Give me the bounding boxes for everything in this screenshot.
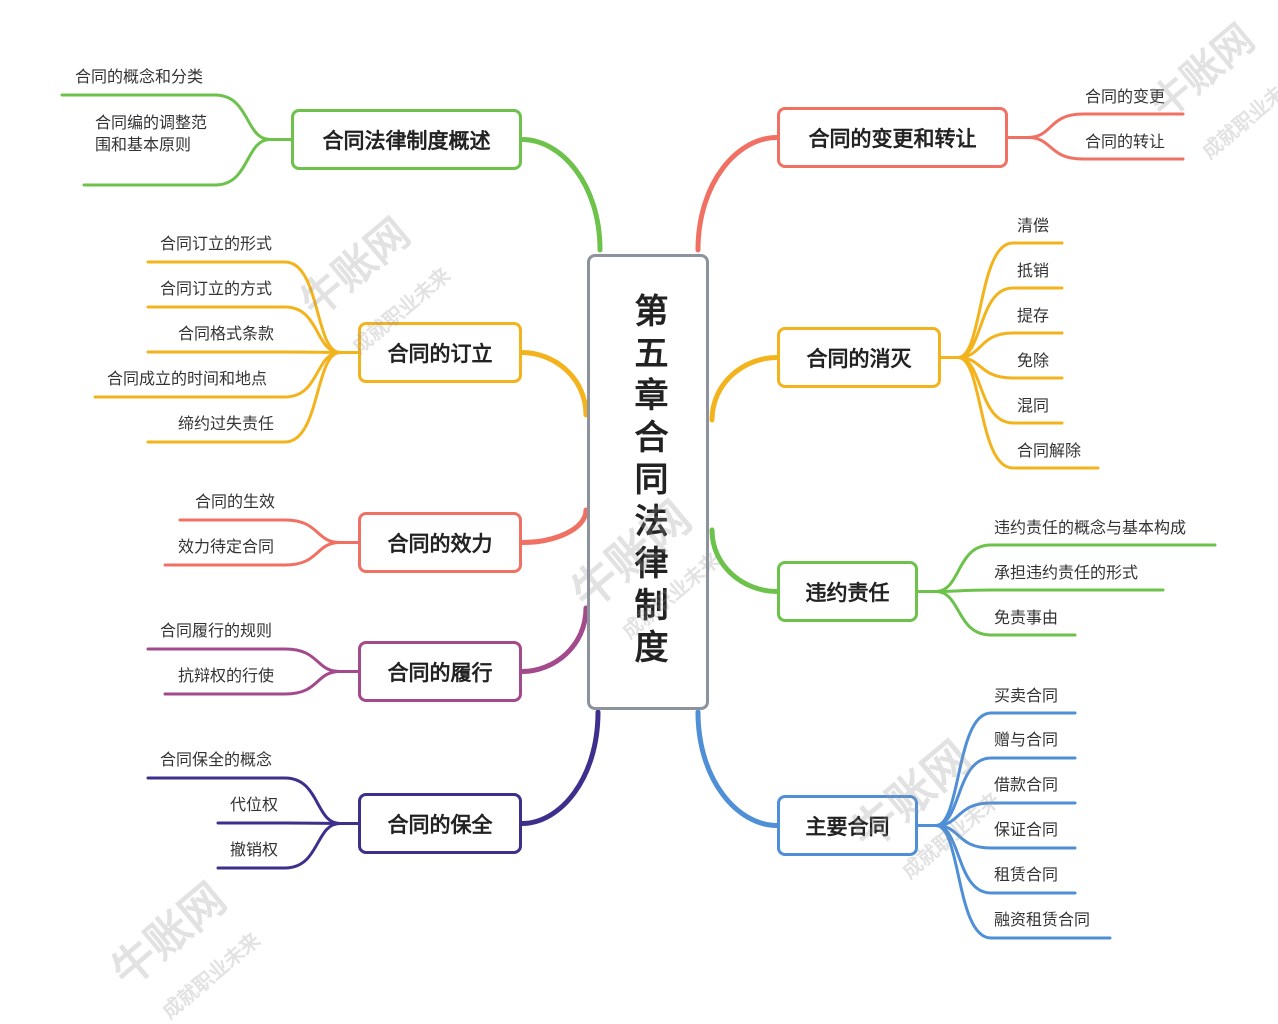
leaf-connector [146, 305, 342, 354]
leaf-connector [163, 670, 342, 696]
leaf-item[interactable]: 抵销 [1017, 261, 1050, 280]
root-node[interactable]: 第五章合同法律制度 [587, 254, 709, 710]
connector-lines [60, 93, 1217, 940]
leaf-item[interactable]: 撤销权 [230, 840, 279, 859]
leaf-connector [216, 821, 342, 825]
branch-label: 合同的消灭 [806, 346, 912, 371]
branch-label: 合同的变更和转让 [808, 126, 977, 151]
leaf-item[interactable]: 合同的生效 [195, 492, 276, 511]
leaf-connector [934, 824, 1112, 940]
leaf-connector [60, 93, 272, 141]
leaf-connector [146, 351, 342, 444]
leaf-connector [956, 286, 1064, 359]
branch-node-formation[interactable]: 合同的订立 [358, 322, 522, 383]
branch-node-overview[interactable]: 合同法律制度概述 [291, 109, 522, 170]
branch-connector [709, 527, 780, 594]
leaf-connector [82, 138, 272, 187]
leaf-connector [146, 776, 342, 825]
leaf-connector [146, 350, 342, 354]
branch-connector [519, 350, 589, 418]
leaf-connector [1026, 136, 1185, 161]
branch-label: 合同的保全 [387, 812, 493, 837]
leaf-connector [934, 801, 1077, 827]
branch-node-termination[interactable]: 合同的消灭 [777, 327, 941, 388]
branch-label: 合同的效力 [387, 531, 493, 556]
branch-connector [519, 709, 601, 826]
leaf-connector [934, 590, 1077, 637]
leaf-item[interactable]: 效力待定合同 [178, 537, 275, 556]
leaf-item[interactable]: 借款合同 [994, 775, 1059, 794]
branch-label: 违约责任 [805, 580, 890, 605]
leaf-item[interactable]: 清偿 [1017, 216, 1050, 235]
mind-map: 第五章合同法律制度 合同法律制度概述合同的概念和分类合同编的调整范围和基本原则合… [60, 16, 1278, 1023]
leaf-item[interactable]: 租赁合同 [994, 865, 1059, 884]
leaf-item[interactable]: 抗辩权的行使 [178, 666, 275, 685]
branch-label: 合同的订立 [387, 341, 493, 366]
branch-node-contracts[interactable]: 主要合同 [777, 795, 918, 856]
branch-node-performance[interactable]: 合同的履行 [358, 641, 522, 702]
branch-node-preservation[interactable]: 合同的保全 [358, 793, 522, 854]
leaf-connector [1026, 112, 1185, 139]
root-title: 第五章合同法律制度 [628, 293, 668, 671]
leaf-item[interactable]: 合同的变更 [1085, 87, 1166, 106]
branch-label: 合同的履行 [387, 660, 493, 685]
leaf-item[interactable]: 缔约过失责任 [178, 414, 275, 433]
leaf-connector [956, 331, 1064, 359]
leaf-item[interactable]: 代位权 [230, 795, 279, 814]
leaf-item[interactable]: 合同解除 [1017, 441, 1082, 460]
leaf-item[interactable]: 免责事由 [994, 608, 1059, 627]
leaf-item[interactable]: 合同订立的方式 [160, 279, 273, 298]
leaf-connector [956, 241, 1064, 359]
leaf-connector [956, 356, 1100, 470]
leaf-connector [934, 756, 1077, 827]
leaf-item[interactable]: 保证合同 [994, 820, 1059, 839]
leaf-item[interactable]: 免除 [1017, 351, 1050, 370]
branch-label: 合同法律制度概述 [322, 128, 491, 153]
branch-label: 主要合同 [805, 814, 890, 839]
branch-connector [709, 355, 780, 423]
leaf-item[interactable]: 融资租赁合同 [994, 910, 1091, 929]
leaf-connector [146, 260, 342, 354]
leaf-item[interactable]: 违约责任的概念与基本构成 [994, 518, 1187, 537]
leaf-connector [934, 711, 1077, 827]
leaf-item[interactable]: 合同保全的概念 [160, 750, 273, 769]
leaf-connector [934, 543, 1217, 593]
leaf-connector [216, 822, 342, 870]
leaf-connector [163, 541, 342, 567]
leaf-item[interactable]: 买卖合同 [994, 686, 1059, 705]
leaf-connector [146, 647, 342, 673]
leaf-item[interactable]: 合同成立的时间和地点 [107, 369, 268, 388]
branch-node-validity[interactable]: 合同的效力 [358, 512, 522, 573]
branch-node-change[interactable]: 合同的变更和转让 [777, 107, 1008, 168]
leaf-item[interactable]: 合同订立的形式 [160, 234, 273, 253]
leaf-connector [178, 518, 342, 544]
leaf-item[interactable]: 提存 [1017, 306, 1050, 325]
leaf-item[interactable]: 合同编的调整范围和基本原则 [95, 113, 208, 154]
branch-connector [519, 137, 603, 253]
branch-connector [519, 507, 589, 545]
leaf-item[interactable]: 合同履行的规则 [160, 621, 273, 640]
branch-connector [695, 709, 780, 828]
branch-connector [519, 605, 589, 674]
leaf-item[interactable]: 承担违约责任的形式 [994, 563, 1139, 582]
leaf-item[interactable]: 赠与合同 [994, 730, 1059, 749]
leaf-item[interactable]: 合同的概念和分类 [75, 67, 204, 86]
branch-node-liability[interactable]: 违约责任 [777, 561, 918, 622]
leaf-item[interactable]: 合同的转让 [1085, 132, 1166, 151]
leaf-connector [934, 588, 1165, 593]
leaf-item[interactable]: 合同格式条款 [178, 324, 275, 343]
branch-connector [695, 135, 780, 253]
leaf-item[interactable]: 混同 [1017, 396, 1050, 415]
